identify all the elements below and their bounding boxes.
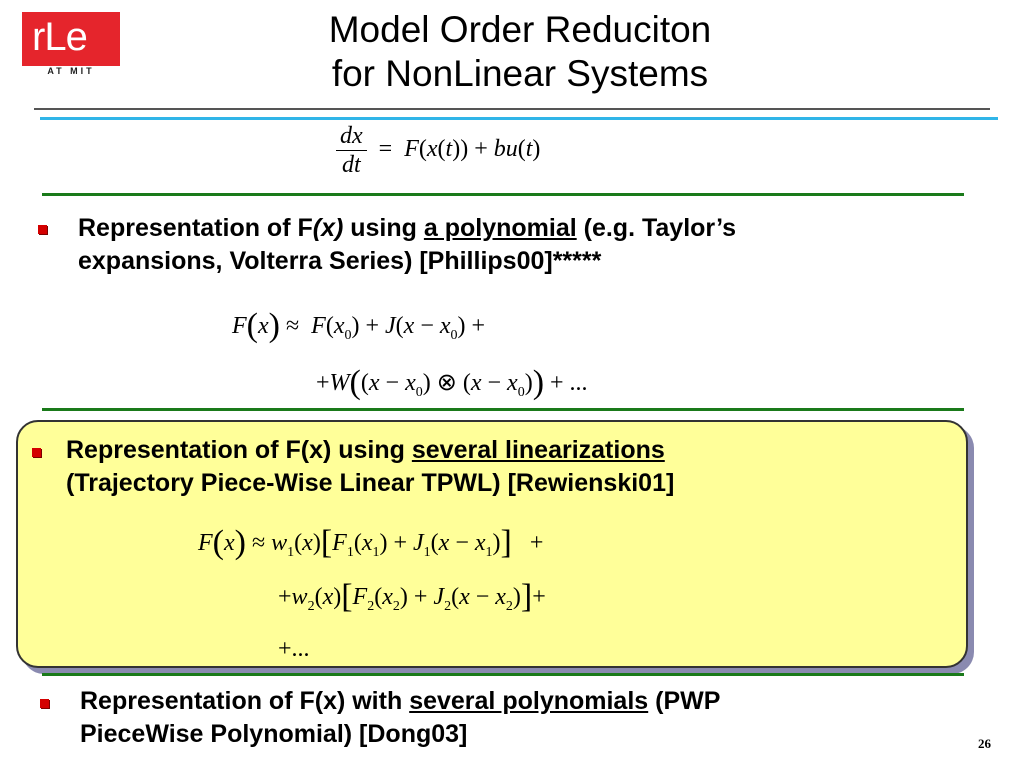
bullet-3-line-2: PieceWise Polynomial) [Dong03] — [80, 720, 468, 748]
bullet-3-line-1: Representation of F(x) with several poly… — [80, 687, 721, 715]
title-line-1: Model Order Reduciton — [328, 9, 712, 50]
section-divider-3 — [42, 673, 964, 676]
title-line-2: for NonLinear Systems — [331, 53, 709, 94]
equation-taylor-line-2: +W((x − x0) ⊗ (x − x0)) + ... — [316, 364, 588, 401]
equation-tpwl-line-2: +w2(x)[F2(x2) + J2(x − x2)]+ — [278, 578, 546, 615]
equation-taylor-line-1: F(x) ≈ F(x0) + J(x − x0) + — [232, 307, 486, 344]
bullet-text-1: Representation of F(x) using a polynomia… — [78, 212, 958, 278]
bullet-marker-1 — [38, 225, 47, 234]
bullet-marker-3 — [40, 699, 49, 708]
highlight-box — [16, 420, 968, 668]
page-number: 26 — [978, 736, 991, 751]
bullet-1-line-1: Representation of F(x) using a polynomia… — [78, 214, 736, 242]
equation-tpwl-line-1: F(x) ≈ w1(x)[F1(x1) + J1(x − x1)] + — [198, 524, 544, 561]
equation-tpwl-line-3: +... — [278, 636, 310, 662]
bullet-text-2: Representation of F(x) using several lin… — [66, 434, 946, 500]
bullet-text-3: Representation of F(x) with several poly… — [80, 685, 960, 751]
section-divider-1 — [42, 193, 964, 196]
bullet-2-line-2: (Trajectory Piece-Wise Linear TPWL) [Rew… — [66, 469, 675, 497]
bullet-marker-2 — [32, 448, 41, 457]
blue-divider — [40, 117, 998, 120]
title-divider — [34, 108, 990, 110]
bullet-1-line-2: expansions, Volterra Series) [Phillips00… — [78, 247, 602, 275]
bullet-2-line-1: Representation of F(x) using several lin… — [66, 436, 665, 464]
slide-title: Model Order Reduciton for NonLinear Syst… — [250, 8, 790, 96]
logo-subtitle: AT MIT — [47, 66, 95, 76]
section-divider-2 — [42, 408, 964, 411]
rle-logo: rLe — [22, 12, 120, 66]
logo-text: rLe — [32, 15, 88, 59]
